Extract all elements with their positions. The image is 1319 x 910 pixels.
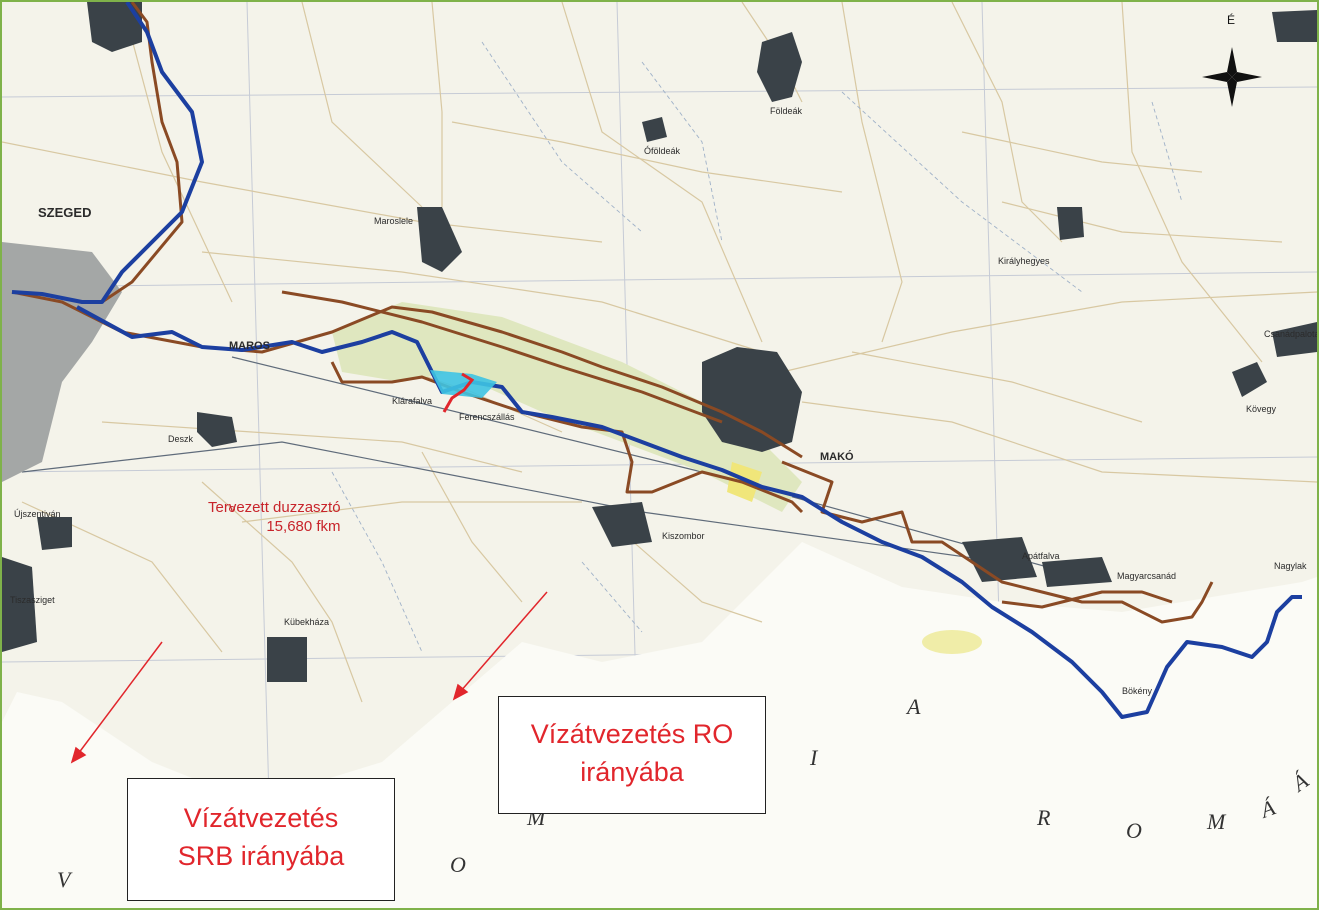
tisza-river: [11, 2, 204, 304]
railway: [21, 441, 1003, 563]
label-klarafalva: Klárafalva: [392, 396, 432, 406]
label-apatfalva: Apátfalva: [1022, 551, 1060, 561]
callout-ro-diversion: Vízátvezetés RO irányába: [498, 696, 766, 814]
callout-srb-line2: SRB irányába: [177, 841, 345, 871]
label-ujszentivan: Újszentiván: [14, 509, 61, 519]
country-letter: O: [1126, 818, 1142, 843]
label-deszk: Deszk: [168, 434, 194, 444]
callout-srb-diversion: Vízátvezetés SRB irányába: [127, 778, 395, 901]
planned-dam-title: Tervezett duzzasztó: [208, 499, 341, 516]
label-maroslele: Maroslele: [374, 216, 413, 226]
label-ferencszallas: Ferencszállás: [459, 412, 515, 422]
label-nagylak: Nagylak: [1274, 561, 1307, 571]
country-letter: I: [809, 745, 819, 770]
srb-diversion-arrow: [77, 641, 163, 755]
label-bokeny: Bökény: [1122, 686, 1153, 696]
country-letter: V: [57, 867, 73, 892]
label-foldeak: Földeák: [770, 106, 803, 116]
label-kubekhaza: Kübekháza: [284, 617, 329, 627]
planned-dam-marker: [442, 372, 475, 413]
sand-area-bokeny: [922, 630, 982, 654]
label-maros: MAROS: [229, 340, 270, 352]
country-letter: R: [1036, 805, 1051, 830]
planned-reservoir: [430, 370, 497, 398]
diversion-arrows: [70, 591, 548, 764]
compass-rose: [1202, 47, 1262, 107]
label-kiszombor: Kiszombor: [662, 531, 705, 541]
maros-river: [76, 305, 1302, 719]
road-network: [2, 2, 1317, 703]
dam-location-dot: [229, 506, 235, 512]
country-letter: A: [905, 694, 921, 719]
label-mako: MAKÓ: [820, 450, 854, 463]
ro-diversion-arrow: [459, 591, 548, 693]
label-ofoldeak: Óföldeák: [644, 146, 681, 156]
country-letter: O: [450, 852, 466, 877]
label-szeged: SZEGED: [38, 205, 91, 220]
dike-lines: [11, 2, 1214, 624]
label-kiralyhegyes: Királyhegyes: [998, 256, 1050, 266]
north-label: É: [1227, 12, 1235, 27]
country-letter: M: [1206, 809, 1227, 834]
callout-srb-line1: Vízátvezetés: [183, 803, 339, 833]
planned-dam-label: Tervezett duzzasztó 15,680 fkm: [208, 498, 341, 536]
callout-ro-line1: Vízátvezetés RO: [530, 719, 734, 749]
callout-ro-line2: irányába: [580, 757, 684, 787]
planned-dam-km: 15,680 fkm: [266, 518, 341, 535]
label-csanadpalota: Csanádpalota: [1264, 329, 1317, 339]
label-tiszasziget: Tiszasziget: [10, 595, 55, 605]
canals: [331, 41, 1183, 653]
label-kovegy: Kövegy: [1246, 404, 1277, 414]
label-magyarcsanad: Magyarcsanád: [1117, 571, 1176, 581]
